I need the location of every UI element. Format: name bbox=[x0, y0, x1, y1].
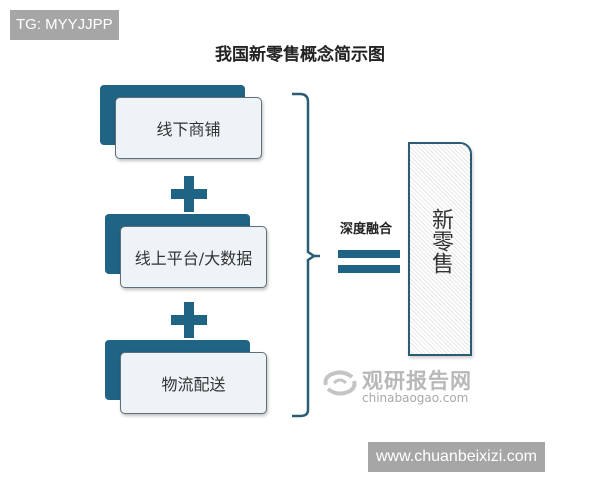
equals-icon-bottom-bar bbox=[338, 265, 400, 273]
watermark-bottom: www.chuanbeixizi.com bbox=[368, 442, 545, 472]
card-label: 线下商铺 bbox=[115, 97, 262, 159]
right-brace-icon bbox=[292, 92, 320, 418]
diagram-title: 我国新零售概念简示图 bbox=[215, 45, 385, 65]
brand-name: 观研报告网 bbox=[362, 369, 472, 393]
component-card-offline-stores: 线下商铺 bbox=[100, 85, 262, 159]
component-card-logistics: 物流配送 bbox=[105, 340, 267, 414]
result-box-new-retail: 新零售 bbox=[408, 142, 472, 356]
watermark-top: TG: MYYJJPP bbox=[10, 10, 119, 40]
card-label: 物流配送 bbox=[120, 352, 267, 414]
brand-url: chinabaogao.com bbox=[362, 391, 469, 405]
equals-icon-top-bar bbox=[338, 250, 400, 258]
fusion-label: 深度融合 bbox=[340, 222, 393, 237]
component-card-online-platform: 线上平台/大数据 bbox=[105, 214, 267, 288]
result-label: 新零售 bbox=[428, 208, 453, 274]
plus-icon bbox=[171, 176, 207, 212]
brand-logo-icon bbox=[323, 370, 357, 396]
plus-icon bbox=[171, 302, 207, 338]
card-label: 线上平台/大数据 bbox=[120, 226, 267, 288]
